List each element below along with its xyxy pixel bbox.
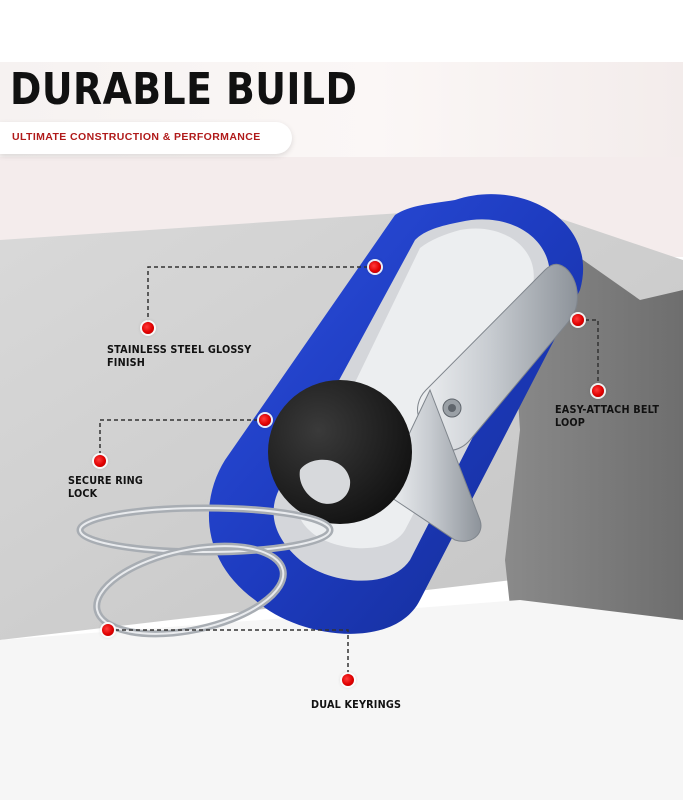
callout-stainless-line1: STAINLESS STEEL GLOSSY — [107, 343, 252, 356]
callout-dual-keyrings: DUAL KEYRINGS — [311, 698, 402, 711]
black-cap — [268, 380, 412, 524]
page-title: DURABLE BUILD — [10, 64, 358, 115]
marker-dot-gate — [572, 314, 584, 326]
callout-secure-ring-lock: SECURE RING LOCK — [68, 474, 143, 500]
page-subtitle: ULTIMATE CONSTRUCTION & PERFORMANCE — [12, 131, 261, 143]
steel-gate — [386, 263, 578, 542]
subtitle-pill — [0, 122, 292, 154]
floor — [0, 600, 683, 800]
callout-secure-line2: LOCK — [68, 487, 98, 500]
marker-dot-belt — [592, 385, 604, 397]
marker-dot-ring — [102, 624, 114, 636]
marker-dot-dual — [342, 674, 354, 686]
callout-belt-line1: EASY-ATTACH BELT — [555, 403, 660, 416]
marker-dot-stainless — [142, 322, 154, 334]
callout-belt-loop: EASY-ATTACH BELT LOOP — [555, 403, 659, 429]
callout-stainless-line2: FINISH — [107, 356, 146, 369]
callout-stainless-steel: STAINLESS STEEL GLOSSY FINISH — [107, 343, 251, 369]
callout-secure-line1: SECURE RING — [68, 474, 144, 487]
marker-dot-body — [369, 261, 381, 273]
callout-belt-line2: LOOP — [555, 416, 586, 429]
keyrings — [76, 504, 334, 638]
marker-dot-cap — [259, 414, 271, 426]
marker-dot-secure — [94, 455, 106, 467]
leader-lines — [99, 266, 599, 680]
